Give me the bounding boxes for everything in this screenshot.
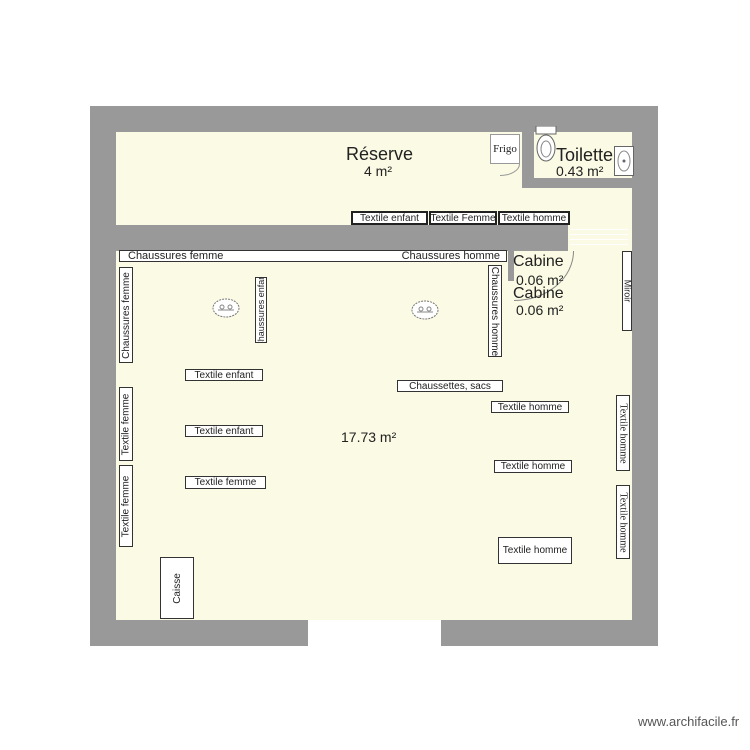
textile-enfant-1: Textile enfant — [185, 369, 263, 381]
frigo: Frigo — [490, 134, 520, 164]
chaussures-homme-top: Chaussures homme — [401, 250, 500, 262]
textile-homme-1: Textile homme — [491, 401, 569, 413]
textile-enfant-2: Textile enfant — [185, 425, 263, 437]
chaussures-homme-right: Chaussures homme — [488, 265, 502, 357]
cabine1-name: Cabine — [513, 253, 564, 270]
miroir: Miroir — [622, 251, 632, 331]
chaussures-top-shelf: Chaussures femme Chaussures homme — [119, 250, 507, 262]
textile-femme-left1: Textile femme — [119, 387, 133, 461]
entrance-opening — [308, 620, 441, 646]
caisse: Caisse — [160, 557, 194, 619]
sink-icon — [614, 146, 634, 176]
watermark: www.archifacile.fr — [638, 714, 740, 729]
ceiling-lamp-icon — [212, 298, 240, 323]
reserve-area: 4 m² — [364, 163, 392, 179]
toilet-icon — [535, 125, 557, 164]
frigo-label: Frigo — [493, 143, 517, 155]
textile-homme-3: Textile homme — [498, 537, 572, 564]
cabine-wall — [508, 251, 514, 281]
toilet-wall-bottom — [522, 178, 632, 188]
cabine1-area: 0.06 m² — [516, 272, 564, 288]
cabine2-area: 0.06 m² — [516, 302, 564, 318]
chaussures-femme-left: Chaussures femme — [119, 267, 133, 363]
chaussures-enfant: Chaussures enfant — [255, 277, 267, 343]
chaussettes-sacs: Chaussettes, sacs — [397, 380, 503, 392]
textile-femme-left2: Textile femme — [119, 465, 133, 547]
textile-homme-right1: Textile homme — [616, 395, 630, 471]
stairs — [570, 229, 628, 245]
textile-homme-right2: Textile homme — [616, 485, 630, 559]
ceiling-lamp-icon — [411, 300, 439, 325]
reserve-name: Réserve — [346, 144, 414, 164]
reserve-textile-femme: Textile Femme — [429, 211, 497, 225]
textile-femme-center: Textile femme — [185, 476, 266, 489]
main-area: 17.73 m² — [341, 429, 397, 445]
reserve-textile-enfant: Textile enfant — [351, 211, 428, 225]
textile-homme-2: Textile homme — [494, 460, 572, 473]
toilette-area: 0.43 m² — [556, 163, 604, 179]
reserve-textile-homme: Textile homme — [498, 211, 570, 225]
toilette-name: Toilette — [556, 145, 614, 165]
chaussures-femme-top: Chaussures femme — [128, 250, 224, 262]
toilet-wall — [522, 132, 534, 187]
cabine2-name: Cabine — [513, 285, 564, 302]
